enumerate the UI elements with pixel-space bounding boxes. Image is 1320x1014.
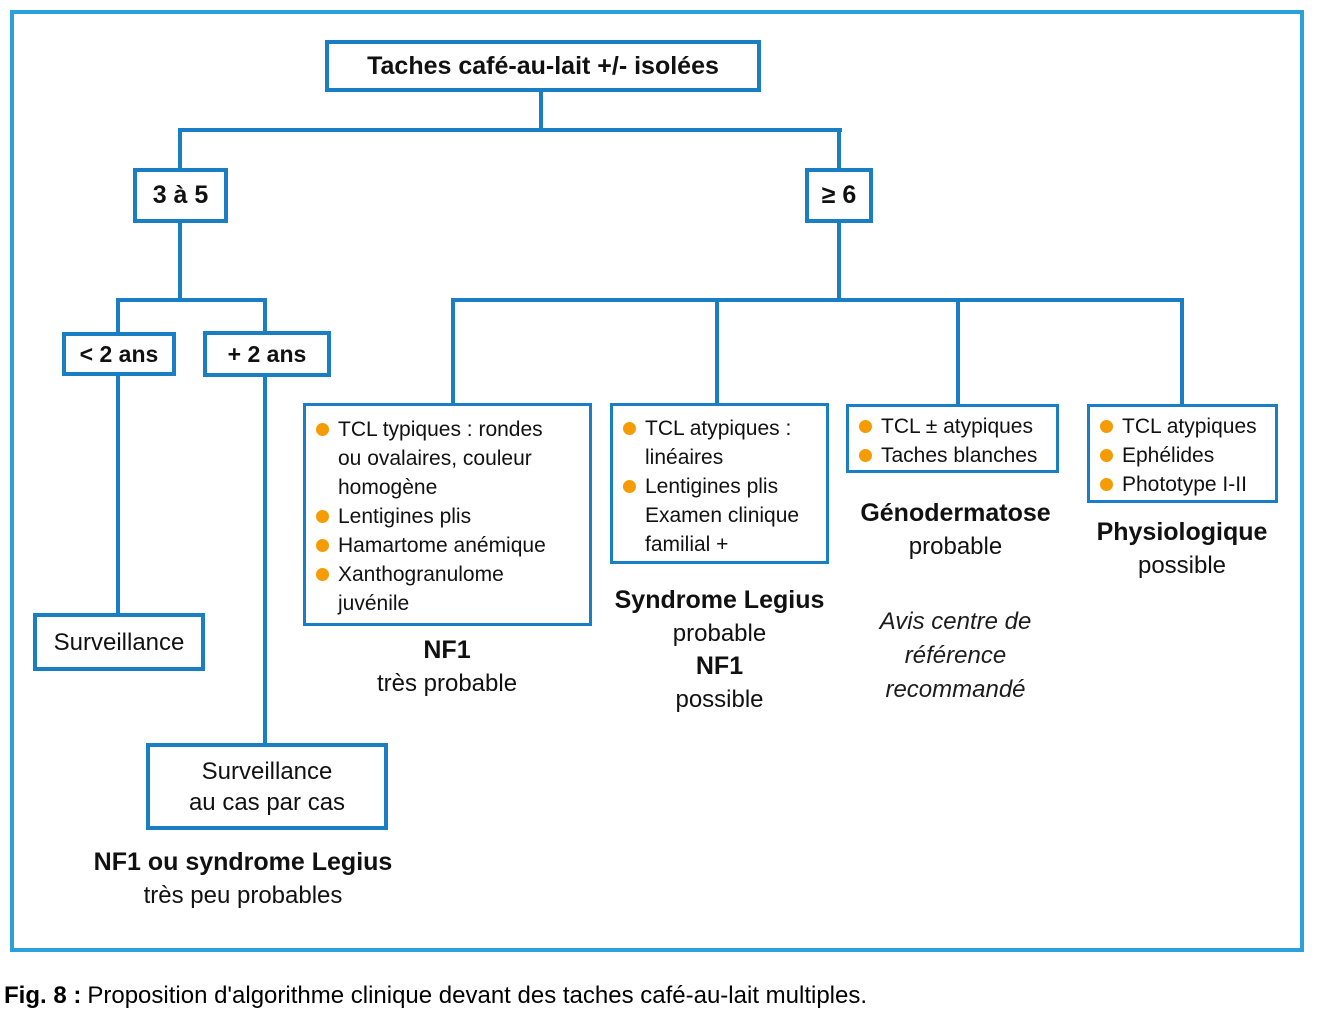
conclusion-left-line1: NF1 ou syndrome Legius [93,848,393,876]
node-count-ge-6-label: ≥ 6 [821,181,857,209]
outcome-legius: Syndrome Legius probable NF1 possible [597,584,842,716]
connector-right-horizontal [451,298,1184,302]
criteria-text: Xanthogranulome juvénile [338,563,504,615]
bullet-icon [859,449,872,462]
criteria-text: Examen clinique familial + [645,504,800,556]
criteria-text: TCL typiques : rondes ou ovalaires, coul… [338,418,543,499]
criteria-item: Lentigines plis [316,502,579,531]
note-line1: Avis centre de [879,608,1032,635]
criteria-item: TCL atypiques [1100,412,1267,441]
node-surveillance-label: Surveillance [53,628,185,656]
connector-top-horizontal [178,128,842,132]
connector-3-5-in [178,128,182,170]
criteria-text: Taches blanches [881,444,1038,467]
conclusion-left-line2: très peu probables [143,882,343,909]
bullet-icon [859,420,872,433]
connector-branch-legius [715,298,719,405]
figure-caption-text: Proposition d'algorithme clinique devant… [87,982,868,1009]
node-count-3-5: 3 à 5 [133,168,228,223]
node-root-label: Taches café-au-lait +/- isolées [367,51,719,80]
figure-frame [10,10,1304,952]
outcome-genodermatose-line2: probable [908,533,1003,560]
criteria-text: Ephélides [1122,444,1215,467]
criteria-item: Examen clinique familial + [623,501,818,559]
criteria-text: Hamartome anémique [338,534,546,557]
connector-branch-nf1 [451,298,455,405]
figure-caption: Fig. 8 :Proposition d'algorithme cliniqu… [4,982,867,1010]
connector-3-5-out [178,221,182,302]
bullet-icon [316,568,329,581]
node-age-over-2: + 2 ans [203,331,331,377]
criteria-item: TCL ± atypiques [859,412,1048,441]
outcome-physiologique: Physiologique possible [1072,516,1292,582]
outcome-genodermatose-line1: Génodermatose [860,499,1051,527]
node-surveillance-case-label: Surveillance au cas par cas [189,756,345,818]
bullet-icon [316,423,329,436]
criteria-text: Lentigines plis [645,475,779,498]
criteria-box-genodermatose: TCL ± atypiques Taches blanches [846,404,1059,473]
outcome-genodermatose: Génodermatose probable [838,497,1073,563]
bullet-icon [1100,478,1113,491]
bullet-icon [316,539,329,552]
criteria-item: Xanthogranulome juvénile [316,560,579,618]
figure-caption-label: Fig. 8 : [4,982,82,1009]
criteria-text: TCL ± atypiques [881,415,1033,438]
bullet-icon [316,510,329,523]
bullet-icon [1100,449,1113,462]
criteria-text: TCL atypiques : linéaires [645,417,792,469]
outcome-nf1-line1: NF1 [423,636,471,664]
bullet-icon [1100,420,1113,433]
connector-root-drop [539,90,543,132]
connector-ge6-in [837,128,841,170]
note-reference-center: Avis centre de référence recommandé [843,605,1068,707]
outcome-legius-line3: NF1 [695,652,744,680]
node-age-under-2: < 2 ans [62,332,176,376]
criteria-text: TCL atypiques [1122,415,1257,438]
outcome-legius-line4: possible [675,686,764,713]
node-count-3-5-label: 3 à 5 [152,181,209,209]
surveillance-case-line1: Surveillance [201,757,333,785]
note-line2: référence [904,642,1007,669]
criteria-box-legius: TCL atypiques : linéaires Lentigines pli… [610,403,829,564]
criteria-item: Hamartome anémique [316,531,579,560]
node-age-under-2-label: < 2 ans [79,340,159,367]
outcome-nf1: NF1 très probable [322,634,572,700]
outcome-physiologique-line2: possible [1137,552,1227,579]
bullet-icon [623,480,636,493]
connector-ge6-out [837,221,841,302]
criteria-item: TCL typiques : rondes ou ovalaires, coul… [316,415,579,502]
criteria-box-physiologique: TCL atypiques Ephélides Phototype I-II [1087,404,1278,503]
connector-left-horizontal [116,298,267,302]
conclusion-left: NF1 ou syndrome Legius très peu probable… [82,845,404,913]
connector-gt2-out [263,375,267,745]
outcome-legius-line1: Syndrome Legius [614,586,825,614]
outcome-nf1-line2: très probable [376,670,518,697]
surveillance-case-line2: au cas par cas [188,788,346,816]
connector-lt2-out [116,374,120,615]
connector-branch-physiologique [1180,298,1184,406]
outcome-physiologique-line1: Physiologique [1096,518,1268,546]
criteria-item: Lentigines plis [623,472,818,501]
criteria-item: Phototype I-II [1100,470,1267,499]
node-count-ge-6: ≥ 6 [805,168,873,223]
node-surveillance: Surveillance [33,613,205,671]
connector-gt2-in [263,298,267,334]
note-line3: recommandé [885,676,1026,703]
criteria-text: Phototype I-II [1122,473,1247,496]
criteria-item: Taches blanches [859,441,1048,470]
criteria-item: TCL atypiques : linéaires [623,414,818,472]
connector-lt2-in [116,298,120,334]
criteria-text: Lentigines plis [338,505,472,528]
bullet-icon [623,422,636,435]
criteria-box-nf1: TCL typiques : rondes ou ovalaires, coul… [303,403,592,626]
criteria-item: Ephélides [1100,441,1267,470]
node-surveillance-case: Surveillance au cas par cas [146,743,388,830]
node-root: Taches café-au-lait +/- isolées [325,40,761,92]
connector-branch-genodermatose [956,298,960,406]
outcome-legius-line2: probable [672,620,767,647]
node-age-over-2-label: + 2 ans [227,340,307,367]
